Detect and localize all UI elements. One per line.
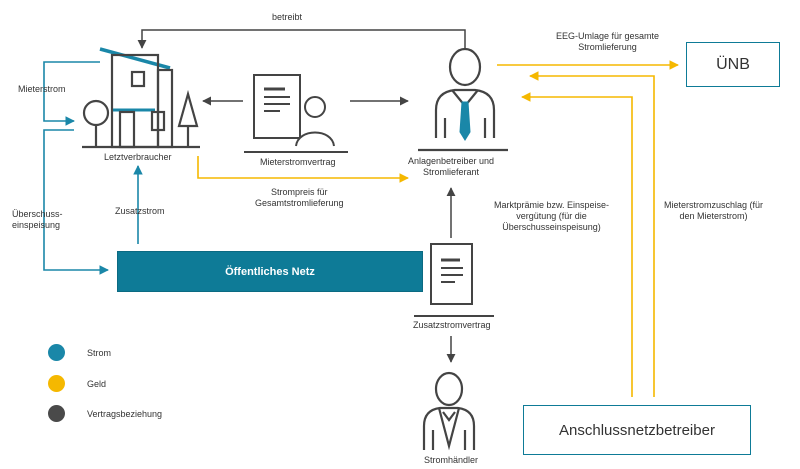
building-icon <box>82 47 200 149</box>
arrow-ueberschuss <box>43 129 109 275</box>
label-marktpraemie: Marktprämie bzw. Einspeise- vergütung (f… <box>494 200 610 232</box>
legend-dot-vertrag <box>48 405 65 422</box>
uenb-box: ÜNB <box>686 42 780 87</box>
legend-label-vertrag: Vertragsbeziehung <box>87 409 163 419</box>
label-mieterstromvertrag: Mieterstromvertrag <box>260 157 336 167</box>
label-zusatzstrom: Zusatzstrom <box>115 206 165 216</box>
oeffentliches-netz-box: Öffentliches Netz <box>117 251 423 292</box>
label-mieterstromzuschlag: Mieterstromzuschlag (für den Mieterstrom… <box>664 200 764 221</box>
arrow-betreibt <box>137 29 466 49</box>
legend-label-strom: Strom <box>87 348 112 358</box>
label-anlagenbetreiber: Anlagenbetreiber und Stromlieferant <box>408 156 495 177</box>
label-eeg-umlage: EEG-Umlage für gesamte Stromlieferung <box>556 31 660 52</box>
label-stromhaendler: Stromhändler <box>424 455 479 465</box>
legend-dot-geld <box>48 375 65 392</box>
label-mieterstrom: Mieterstrom <box>18 84 66 94</box>
anschlussnetzbetreiber-box: Anschlussnetzbetreiber <box>523 405 751 455</box>
contract-person-icon <box>244 74 348 153</box>
document-icon <box>414 243 494 317</box>
label-letztverbraucher: Letztverbraucher <box>104 152 172 162</box>
label-ueberschuss: Überschuss- einspeisung <box>12 209 63 230</box>
operator-person-icon <box>418 47 508 152</box>
arrow-mieterstromzuschlag <box>529 71 655 397</box>
arrow-marktpraemie <box>521 92 633 397</box>
arrow-strompreis <box>197 156 409 183</box>
legend-label-geld: Geld <box>87 379 107 389</box>
label-zusatzstromvertrag: Zusatzstromvertrag <box>413 320 491 330</box>
label-betreibt: betreibt <box>272 12 303 22</box>
arrow-mieterstrom <box>43 61 100 126</box>
label-strompreis: Strompreis für Gesamtstromlieferung <box>255 187 344 208</box>
trader-person-icon <box>422 371 476 451</box>
legend-dot-strom <box>48 344 65 361</box>
